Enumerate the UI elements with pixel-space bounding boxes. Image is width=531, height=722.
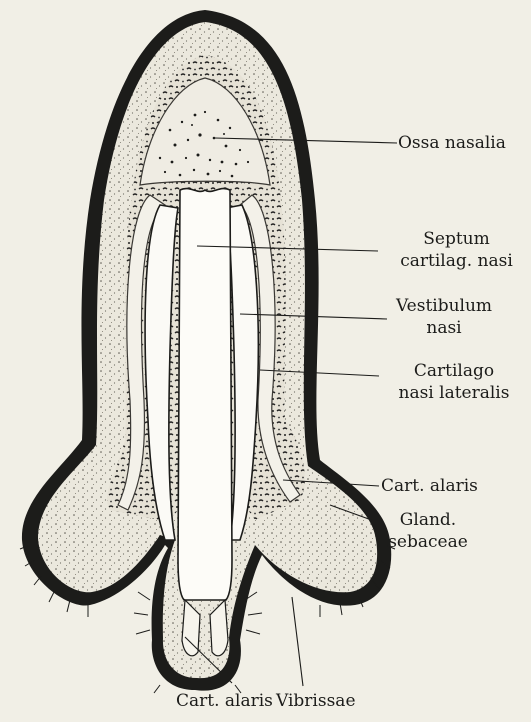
- leader-vibrissae: [292, 597, 303, 686]
- label-vestibulum-line2: nasi: [388, 317, 500, 339]
- label-vibrissae: Vibrissae: [276, 690, 356, 712]
- label-septum-line2: cartilag. nasi: [382, 250, 531, 272]
- label-vestibulum-line1: Vestibulum: [388, 295, 500, 317]
- label-gland-sebaceae: Gland. sebaceae: [378, 509, 478, 553]
- label-cart-alaris-right: Cart. alaris: [381, 475, 478, 497]
- label-vestibulum: Vestibulum nasi: [388, 295, 500, 339]
- label-ossa-nasalia: Ossa nasalia: [398, 132, 506, 154]
- label-cartilago-lateralis: Cartilago nasi lateralis: [380, 360, 528, 404]
- label-septum: Septum cartilag. nasi: [382, 228, 531, 272]
- label-gland-line1: Gland.: [378, 509, 478, 531]
- label-cart-alaris-bottom: Cart. alaris: [176, 690, 273, 712]
- label-cartilago-line1: Cartilago: [380, 360, 528, 382]
- septum-cartilage: [178, 189, 232, 600]
- label-gland-line2: sebaceae: [378, 531, 478, 553]
- label-septum-line1: Septum: [382, 228, 531, 250]
- label-cartilago-line2: nasi lateralis: [380, 382, 528, 404]
